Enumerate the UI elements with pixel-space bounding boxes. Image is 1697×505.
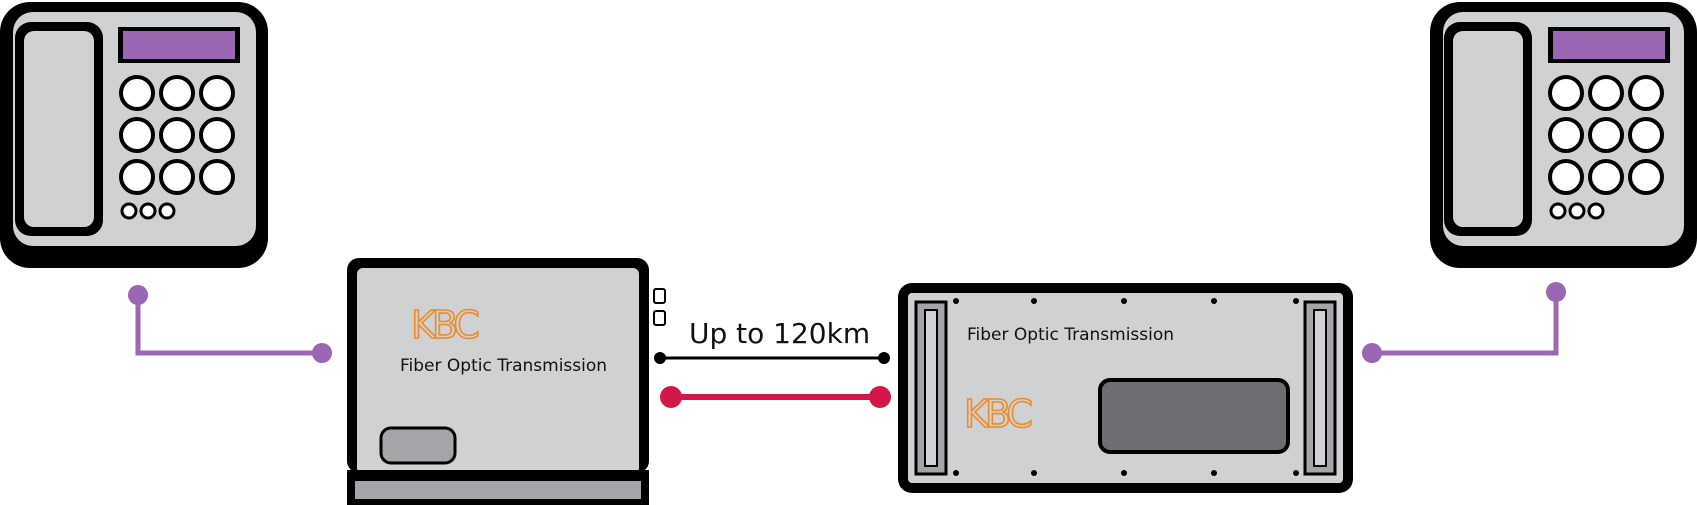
left-phone-keypad [119,75,235,220]
left-desk-phone-icon [0,2,268,268]
left-phone-display [123,31,235,59]
left-unit-led [653,288,666,304]
black-fiber-link [654,352,890,364]
left-unit-led [653,310,666,326]
right-phone-display [1553,31,1665,59]
right-desk-phone-icon [1430,2,1697,268]
red-fiber-link [660,386,891,408]
right-phone-cable [1362,282,1566,363]
distance-label: Up to 120km [689,317,870,350]
right-unit-title: Fiber Optic Transmission [967,325,1174,345]
left-phone-cable [128,285,332,363]
right-unit-display-window [1098,378,1290,454]
right-fiber-receiver-rack-unit: Fiber Optic Transmission KBC [898,283,1353,493]
rack-screws [953,298,1299,476]
left-unit-kbc-logo: KBC [411,303,478,347]
left-fiber-transmitter-unit: KBC Fiber Optic Transmission [347,258,666,505]
left-unit-title: Fiber Optic Transmission [400,356,607,376]
left-unit-base [355,481,641,499]
left-unit-front-button [379,426,457,465]
right-phone-keypad [1548,75,1664,220]
right-unit-kbc-logo: KBC [964,392,1031,436]
